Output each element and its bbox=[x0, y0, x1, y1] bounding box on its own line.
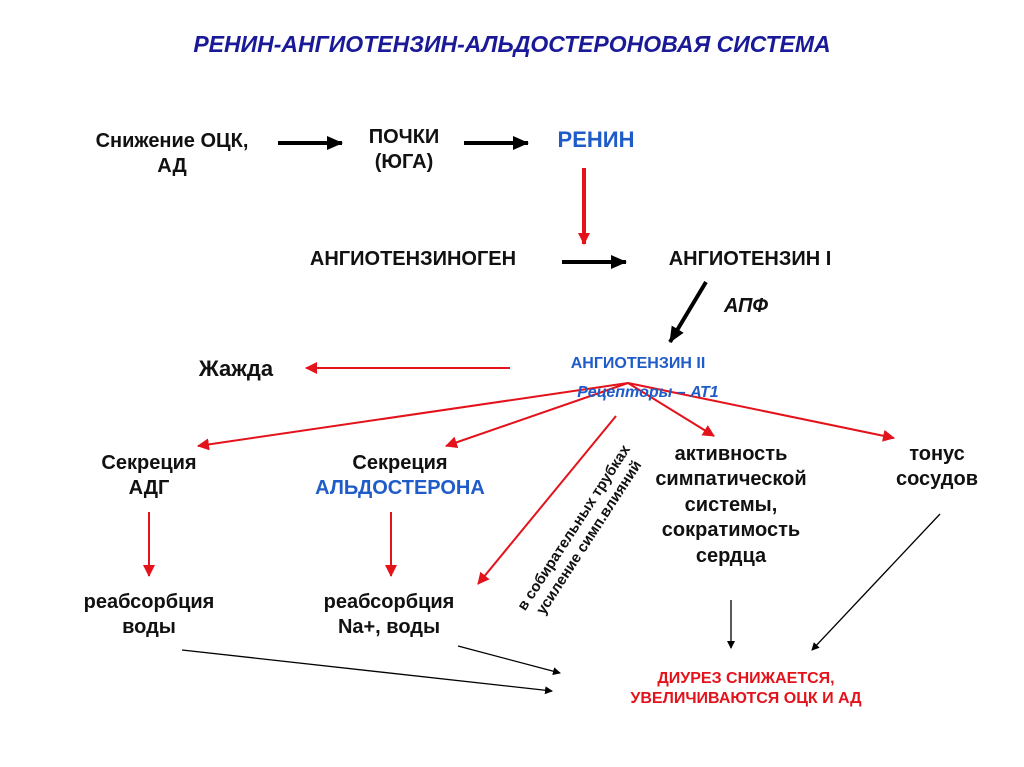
node-angiotensinogen: АНГИОТЕНЗИНОГЕН bbox=[309, 248, 517, 270]
node-na-line1: реабсорбция bbox=[323, 591, 455, 613]
node-symp-line3: системы, bbox=[684, 493, 778, 516]
node-decrease-line1: Снижение ОЦК, bbox=[95, 130, 249, 152]
node-angiotensin-1: АНГИОТЕНЗИН I bbox=[668, 248, 832, 270]
node-decrease-line2: АД bbox=[157, 155, 187, 178]
node-result-line1: ДИУРЕЗ СНИЖАЕТСЯ, bbox=[657, 670, 835, 687]
node-angiotensin-2: АНГИОТЕНЗИН II bbox=[570, 355, 706, 372]
node-symp-line1: активность bbox=[674, 443, 788, 465]
arrow-water-to-result bbox=[181, 649, 553, 695]
node-symp-line2: симпатической bbox=[655, 468, 807, 491]
node-symp-line5: сердца bbox=[695, 544, 767, 567]
node-adh-secretion: Секреция АДГ bbox=[64, 451, 234, 502]
arrow-ang2-to-adh bbox=[197, 382, 629, 451]
node-na-reabsorption: реабсорбция Na+, воды bbox=[294, 590, 484, 641]
node-result: ДИУРЕЗ СНИЖАЕТСЯ, УВЕЛИЧИВАЮТСЯ ОЦК И АД bbox=[536, 669, 956, 710]
node-water-line1: реабсорбция bbox=[83, 591, 215, 613]
arrow-ang2-to-aldo bbox=[445, 382, 629, 449]
node-aldo-line2: АЛЬДОСТЕРОНА bbox=[315, 477, 485, 500]
node-tonus-line2: сосудов bbox=[895, 468, 979, 491]
arrow-na-to-result bbox=[457, 645, 561, 676]
node-result-line2: УВЕЛИЧИВАЮТСЯ ОЦК И АД bbox=[630, 690, 862, 708]
node-aldo-line1: Секреция bbox=[352, 452, 448, 474]
node-symp-line4: сократимость bbox=[661, 519, 801, 542]
arrow-tonus-to-result bbox=[811, 513, 941, 651]
diagram-title: РЕНИН-АНГИОТЕНЗИН-АЛЬДОСТЕРОНОВАЯ СИСТЕМ… bbox=[193, 31, 831, 57]
node-decrease: Снижение ОЦК, АД bbox=[62, 129, 282, 180]
label-receptors: Рецепторы – АТ1 bbox=[577, 384, 719, 401]
node-water-line2: воды bbox=[122, 616, 176, 639]
node-kidneys-line2: (ЮГА) bbox=[374, 151, 434, 174]
node-sympathetic: активность симпатической системы, сократ… bbox=[646, 442, 816, 569]
node-water-reabsorption: реабсорбция воды bbox=[54, 590, 244, 641]
node-kidneys-line1: ПОЧКИ bbox=[368, 126, 440, 148]
arrow-ang2-to-na-reabsorption bbox=[477, 415, 617, 585]
node-thirst: Жажда bbox=[198, 356, 274, 381]
label-apf: АПФ bbox=[724, 295, 768, 317]
node-na-line2: Na+, воды bbox=[337, 616, 441, 639]
node-kidneys: ПОЧКИ (ЮГА) bbox=[344, 125, 464, 176]
node-aldosterone-secretion: Секреция АЛЬДОСТЕРОНА bbox=[280, 451, 520, 502]
node-tonus-line1: тонус bbox=[909, 443, 965, 465]
arrow-ang2-to-sympathetic bbox=[627, 382, 715, 437]
arrow-apf bbox=[668, 280, 708, 344]
arrow-ang2-to-tonus bbox=[627, 382, 895, 442]
node-adh-line1: Секреция bbox=[101, 452, 197, 474]
node-vascular-tone: тонус сосудов bbox=[872, 442, 1002, 493]
node-adh-line2: АДГ bbox=[128, 477, 170, 500]
node-renin: РЕНИН bbox=[557, 127, 635, 152]
